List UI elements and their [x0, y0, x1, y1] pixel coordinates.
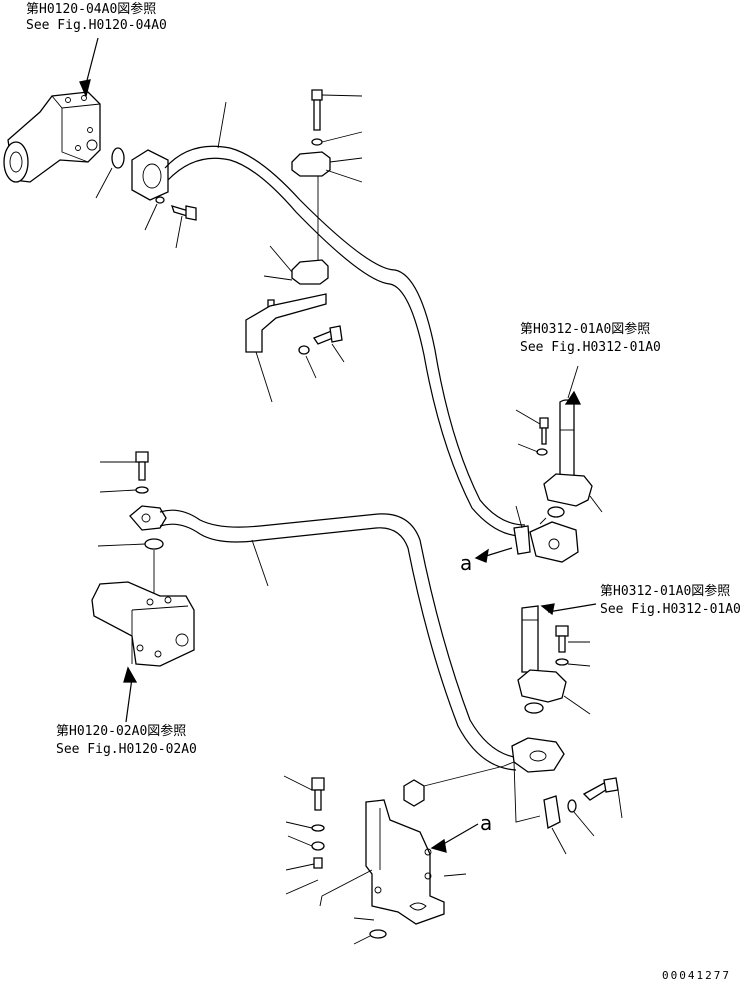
upper-hydraulic-tube: [164, 101, 526, 537]
lower-right-bolt: [567, 777, 623, 837]
lower-hydraulic-tube: [129, 505, 521, 771]
bottom-bolt-stack: [283, 775, 387, 945]
ref-right-lower-en: See Fig.H0312-01A0: [600, 602, 741, 617]
ref-right-lower-ja: 第H0312-01A0図参照: [600, 584, 731, 599]
ref-upper-ja: 第H0120-04A0図参照: [26, 2, 157, 17]
upper-bracket-group: [245, 245, 345, 403]
ref-lower-en: See Fig.H0120-02A0: [56, 742, 197, 757]
ref-upper-en: See Fig.H0120-04A0: [26, 18, 167, 33]
upper-clamp-stack: [291, 89, 363, 262]
drawing-code: 00041277: [662, 969, 731, 982]
upper-flange-group: [131, 149, 197, 249]
lower-left-bolt-stack: [97, 451, 164, 598]
marker-a-lower: a: [480, 811, 493, 835]
right-lower-fitting: [511, 603, 597, 773]
right-upper-fitting: [474, 365, 603, 563]
ref-right-upper-ja: 第H0312-01A0図参照: [520, 322, 651, 337]
marker-a-upper: a: [460, 551, 473, 575]
lower-bracket-group: [319, 761, 567, 925]
upper-valve-assembly: [3, 37, 125, 199]
ref-right-upper-en: See Fig.H0312-01A0: [520, 340, 661, 355]
ref-lower-ja: 第H0120-02A0図参照: [56, 724, 187, 739]
lower-valve-assembly: [91, 581, 195, 723]
